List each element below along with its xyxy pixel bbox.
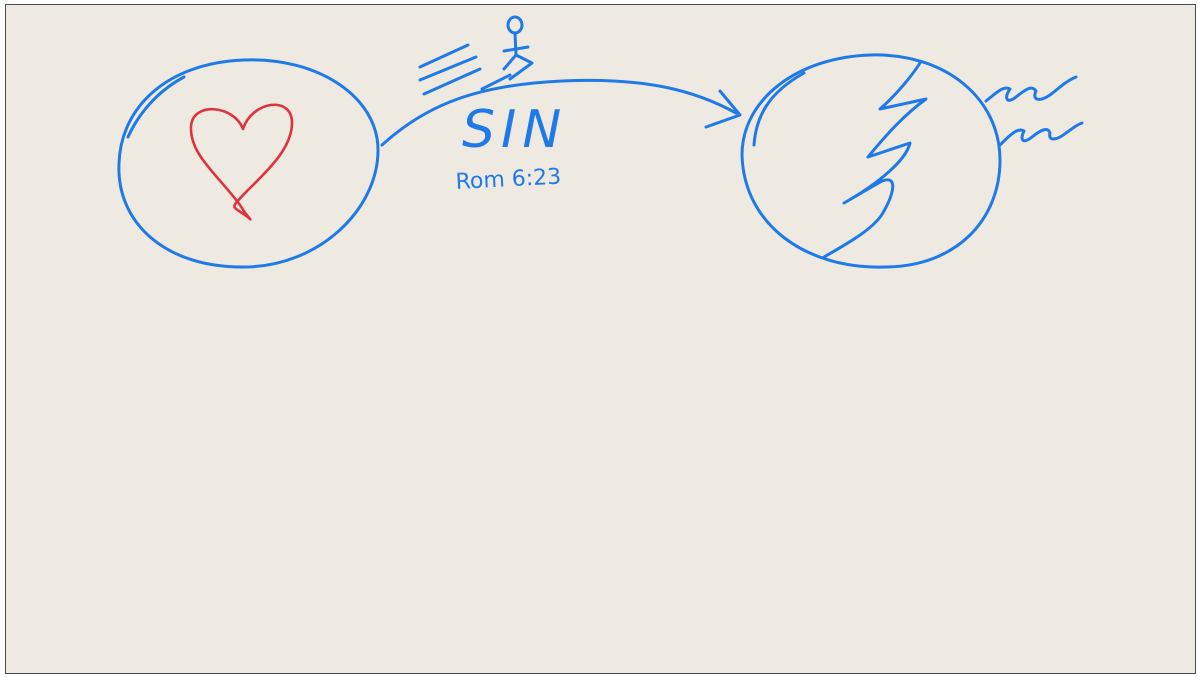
whiteboard-frame: SIN Rom 6:23	[5, 4, 1196, 674]
sin-label: SIN	[462, 100, 567, 160]
whiteboard-canvas: SIN Rom 6:23	[6, 5, 1195, 673]
scribble-marks-icon	[984, 75, 1084, 147]
stick-figure-icon	[502, 15, 534, 81]
left-circle	[117, 58, 380, 269]
whiteboard-background	[6, 5, 1195, 673]
right-circle	[740, 53, 1002, 269]
speed-lines-icon	[418, 43, 512, 96]
zigzag-crack-icon	[822, 61, 928, 259]
verse-label: Rom 6:23	[455, 164, 562, 194]
curved-arrow-right	[380, 78, 742, 147]
heart-icon	[189, 103, 294, 221]
